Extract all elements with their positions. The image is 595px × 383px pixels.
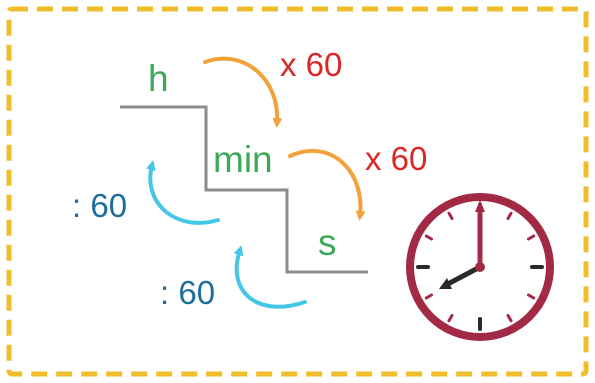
divide-label-s-to-min: : 60	[160, 274, 216, 311]
arrow-up-curved-icon	[233, 245, 307, 309]
unit-label-hours: h	[148, 58, 169, 99]
arrow-up-curved-icon	[145, 160, 220, 225]
arrow-down-curved-icon	[203, 56, 283, 128]
clock-tick	[424, 234, 434, 241]
clock-minute-hand-tip	[475, 200, 485, 212]
dashed-frame	[6, 6, 589, 377]
clock-ticks	[416, 203, 544, 331]
clock-tick	[526, 234, 536, 241]
clock-tick	[526, 293, 536, 300]
unit-label-seconds: s	[318, 222, 337, 263]
staircase-line	[120, 105, 368, 274]
divide-label-min-to-h: : 60	[72, 187, 128, 224]
clock-tick	[447, 313, 454, 323]
clock-center	[475, 262, 485, 272]
clock-icon	[406, 193, 554, 341]
clock-tick	[447, 211, 454, 221]
multiply-label-min-to-s: x 60	[365, 140, 428, 177]
unit-label-minutes: min	[213, 139, 273, 180]
clock-tick	[424, 293, 434, 300]
clock-hour-hand	[443, 264, 483, 288]
multiply-label-h-to-min: x 60	[280, 46, 343, 83]
clock-tick	[506, 313, 513, 323]
clock-hour-hand-tip	[439, 278, 452, 289]
arrow-down-curved-icon	[288, 149, 366, 221]
clock-tick	[506, 211, 513, 221]
